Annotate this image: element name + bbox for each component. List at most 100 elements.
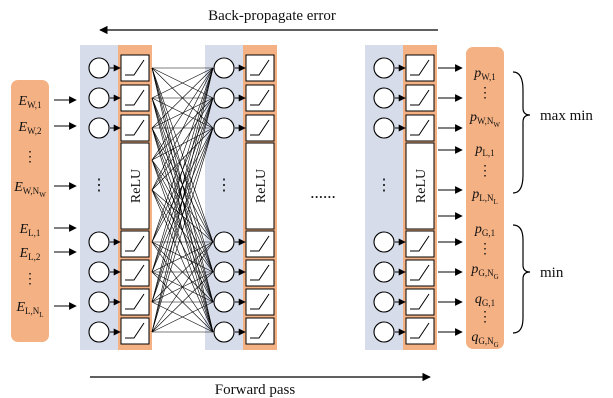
neuron — [373, 291, 395, 313]
layers: ReLU⋮ReLU⋮ReLU⋮ — [80, 45, 437, 350]
relu-box — [405, 230, 435, 258]
input-label: ⋮ — [23, 150, 37, 165]
output-box — [466, 47, 504, 349]
output-label: pW,1 — [473, 66, 495, 82]
middle-ellipsis: ...... — [310, 183, 336, 202]
neuron-dots: ⋮ — [376, 177, 392, 194]
relu-curve — [125, 264, 145, 281]
relu-curve — [410, 59, 430, 76]
relu-curve — [250, 264, 270, 281]
neuron — [213, 261, 235, 283]
relu-box — [120, 84, 150, 112]
relu-box — [245, 54, 275, 82]
relu-box — [405, 259, 435, 287]
connection — [151, 67, 214, 273]
connection — [151, 67, 214, 333]
input-label: EW,NW — [13, 180, 46, 199]
dense-connections — [151, 67, 214, 333]
connection — [151, 67, 214, 191]
relu-box — [245, 259, 275, 287]
relu-label-box — [405, 142, 435, 230]
connection — [151, 67, 214, 99]
input-label: ⋮ — [23, 272, 37, 287]
neuron — [373, 261, 395, 283]
relu-box — [405, 288, 435, 316]
relu-box — [120, 288, 150, 316]
relu-curve — [250, 293, 270, 310]
relu-curve — [250, 235, 270, 252]
input-label: EL,NL — [15, 300, 43, 319]
connection — [151, 301, 214, 333]
relu-curve — [410, 89, 430, 106]
output-label: pL,NL — [471, 187, 498, 206]
neuron — [88, 117, 110, 139]
neuron — [373, 87, 395, 109]
relu-box — [405, 54, 435, 82]
connection — [151, 271, 214, 333]
relu-label: ReLU — [414, 169, 429, 203]
output-label: ⋮ — [478, 310, 492, 325]
bracket-top-label: max min — [540, 108, 593, 124]
connection — [151, 67, 214, 243]
connection — [151, 97, 214, 191]
input-label: EW,2 — [18, 120, 42, 136]
backprop-label: Back-propagate error — [208, 8, 336, 24]
neuron — [373, 117, 395, 139]
connection — [151, 127, 214, 191]
relu-label: ReLU — [254, 169, 269, 203]
output-label: qG,1 — [475, 292, 495, 308]
output-label: pG,1 — [474, 222, 495, 238]
input-arrows — [54, 96, 77, 310]
relu-box — [120, 114, 150, 142]
relu-box — [245, 317, 275, 345]
connection — [151, 241, 214, 333]
neuron — [213, 321, 235, 343]
output-label: pG,NG — [470, 262, 498, 281]
connection — [151, 67, 214, 129]
relu-label-box — [120, 142, 150, 230]
relu-box — [245, 84, 275, 112]
neuron — [373, 57, 395, 79]
relu-curve — [250, 119, 270, 136]
neuron — [88, 57, 110, 79]
neuron — [213, 231, 235, 253]
relu-box — [245, 288, 275, 316]
neuron — [88, 87, 110, 109]
neuron — [88, 321, 110, 343]
connection — [151, 67, 214, 303]
neuron — [213, 291, 235, 313]
relu-curve — [125, 322, 145, 339]
relu-curve — [125, 59, 145, 76]
neuron — [88, 261, 110, 283]
neuron — [213, 57, 235, 79]
connection — [151, 67, 214, 161]
relu-curve — [410, 264, 430, 281]
relu-curve — [410, 293, 430, 310]
neuron — [373, 321, 395, 343]
relu-box — [405, 114, 435, 142]
relu-curve — [250, 322, 270, 339]
output-label: ⋮ — [478, 242, 492, 257]
output-label: pW,NW — [469, 110, 500, 129]
relu-box — [245, 114, 275, 142]
bracket-bottom-label: min — [540, 265, 564, 281]
output-label: ⋮ — [478, 164, 492, 179]
neuron — [213, 117, 235, 139]
output-label: qG,NG — [471, 330, 498, 349]
relu-label-box — [245, 142, 275, 230]
relu-curve — [410, 322, 430, 339]
neuron — [88, 291, 110, 313]
connection — [151, 127, 214, 333]
neuron-dots: ⋮ — [91, 177, 107, 194]
bracket-bottom-brace — [512, 224, 531, 334]
relu-curve — [125, 119, 145, 136]
relu-box — [120, 54, 150, 82]
output-label: pL,1 — [474, 142, 494, 158]
input-label: EL,1 — [19, 222, 41, 238]
relu-curve — [125, 293, 145, 310]
relu-curve — [125, 89, 145, 106]
relu-curve — [125, 235, 145, 252]
input-label: EL,2 — [19, 246, 41, 262]
